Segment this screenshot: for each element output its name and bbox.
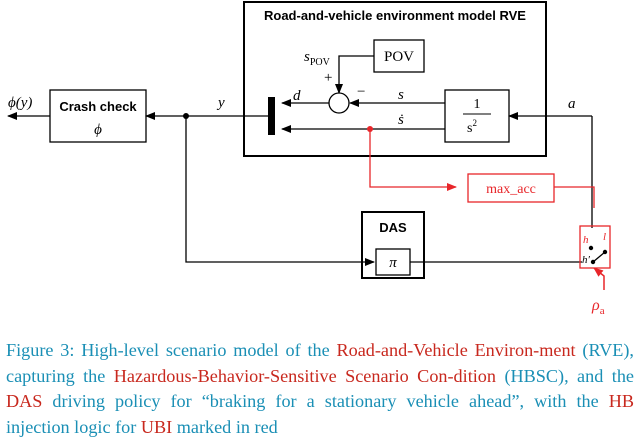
- a-label: a: [568, 96, 576, 112]
- switch-contact-h: [588, 245, 594, 251]
- minus-sign: −: [357, 84, 365, 100]
- switch-l-label: l: [603, 231, 606, 243]
- crash-check-symbol: ϕ: [94, 122, 102, 138]
- rho-a-label: ρa: [591, 297, 605, 317]
- s-label: s: [398, 87, 404, 103]
- crash-check-block: Crash check ϕ: [49, 89, 147, 143]
- max-acc-feed-line: [369, 129, 457, 191]
- figure-caption: Figure 3: High-level scenario model of t…: [6, 340, 634, 437]
- mux-bar: [268, 97, 275, 135]
- hb-switch: h l h′: [579, 225, 611, 290]
- max-acc-to-switch-line: [554, 186, 595, 208]
- max-acc-label: max_acc: [486, 182, 536, 197]
- s-dot-label: ṡ: [398, 112, 404, 128]
- pov-label: POV: [384, 49, 414, 65]
- y-label: y: [216, 95, 225, 111]
- integrator-numerator: 1: [474, 97, 481, 112]
- switch-actuator-arrow: [593, 267, 605, 290]
- rve-title: Road-and-vehicle environment model RVE: [264, 8, 526, 23]
- integrator-block: 1 s2: [444, 89, 510, 143]
- s-pov-label: sPOV: [304, 49, 331, 68]
- max-acc-block: max_acc: [467, 173, 555, 203]
- plus-sign: +: [324, 70, 332, 86]
- das-title: DAS: [379, 220, 407, 235]
- integrator-denominator: s2: [467, 118, 477, 136]
- pov-block: POV: [373, 39, 425, 73]
- das-block: DAS π: [361, 211, 425, 279]
- das-policy-symbol: π: [389, 255, 397, 271]
- d-label: d: [293, 88, 301, 104]
- s-dot-branch-dot: [367, 126, 373, 132]
- rve-block: Road-and-vehicle environment model RVE: [243, 1, 547, 157]
- switch-h-label: h: [583, 234, 589, 246]
- summing-junction: [328, 92, 350, 114]
- pov-to-sum-line: [335, 55, 374, 94]
- y-to-das-line: [185, 116, 375, 266]
- phi-y-label: ϕ(y): [8, 95, 32, 111]
- switch-h-prime-label: h′: [582, 254, 591, 266]
- switch-lever: [592, 251, 606, 263]
- crash-check-title: Crash check: [59, 99, 137, 114]
